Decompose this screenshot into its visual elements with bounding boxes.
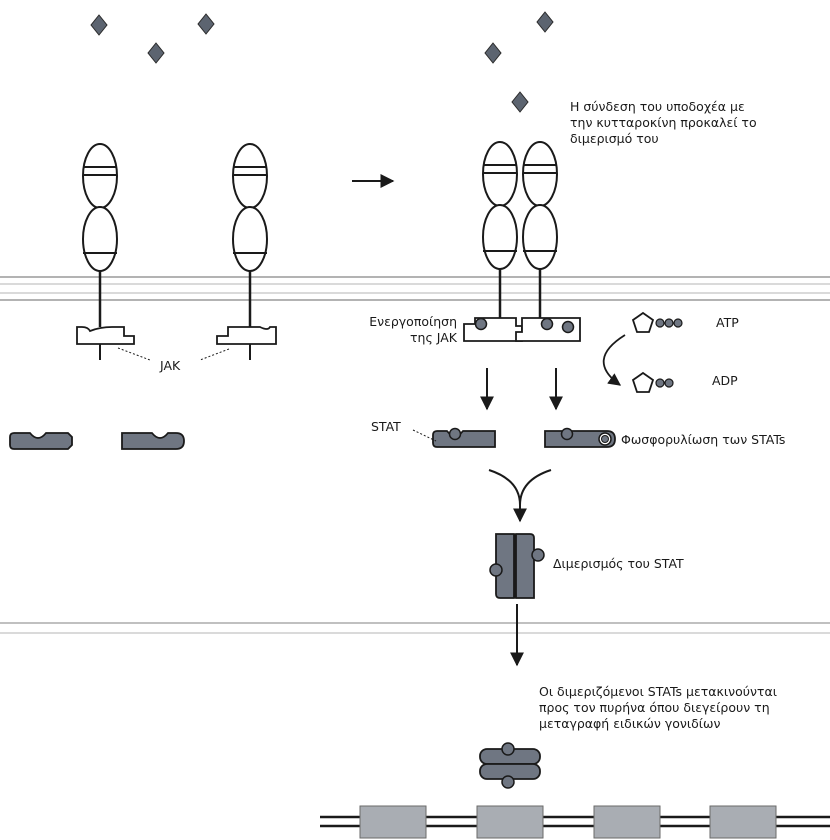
cytokine-ligands [91,12,553,112]
stat-dimer [490,534,544,598]
receptor-dimer-2 [523,142,557,325]
adp-molecule [633,373,673,392]
cytokine-icon [148,43,164,63]
phosphate-icon [490,564,502,576]
stat-monomer-left-2 [122,433,184,449]
phosphate-icon [502,776,514,788]
cell-membrane [0,277,830,300]
dna-strand [320,806,830,838]
atp-label: ATP [716,315,739,331]
gene-block [594,806,660,838]
stat-dimerization-label: Διμερισμός του STAT [553,556,684,572]
jak-leader-line [118,348,150,360]
phosphate-icon [502,743,514,755]
phosphate-icon [532,549,544,561]
jak-activation-label: Ενεργοποίηση της JAK [345,314,457,346]
cytokine-icon [198,14,214,34]
stat-monomer-left-1 [10,433,72,449]
adp-label: ADP [712,373,738,389]
jak-leader-line [200,349,229,360]
atp-molecule [633,313,682,332]
jak-left-2 [217,327,276,360]
gene-block [710,806,776,838]
phosphate-icon [542,319,553,330]
phosphate-icon [476,319,487,330]
atp-conversion-arrow [604,335,625,385]
merge-arrow [489,470,551,521]
gene-block [477,806,543,838]
nuclear-translocation-label: Οι διμεριζόμενοι STATs μετακινούνται προ… [539,684,819,732]
receptor-binding-label: Η σύνδεση του υποδοχέα με την κυτταροκίν… [570,99,810,147]
stat-phosphorylated-2 [545,429,615,448]
stat-phosphorylated-1 [433,429,495,448]
stat-label: STAT [371,419,401,435]
phosphate-icon [562,429,573,440]
jak-left-1 [77,327,134,360]
phosphate-icon [450,429,461,440]
cytokine-icon [512,92,528,112]
cytokine-icon [537,12,553,32]
nuclear-membrane [0,623,830,633]
jak-label: JAK [160,358,180,374]
cytokine-icon [91,15,107,35]
gene-block [360,806,426,838]
stat-dimer-nuclear [480,743,540,788]
stat-phosphorylation-label: Φωσφορυλίωση των STATs [621,432,826,448]
phosphate-icon [563,322,574,333]
receptor-dimer-1 [483,142,517,325]
jak-activated [464,318,580,341]
cytokine-icon [485,43,501,63]
